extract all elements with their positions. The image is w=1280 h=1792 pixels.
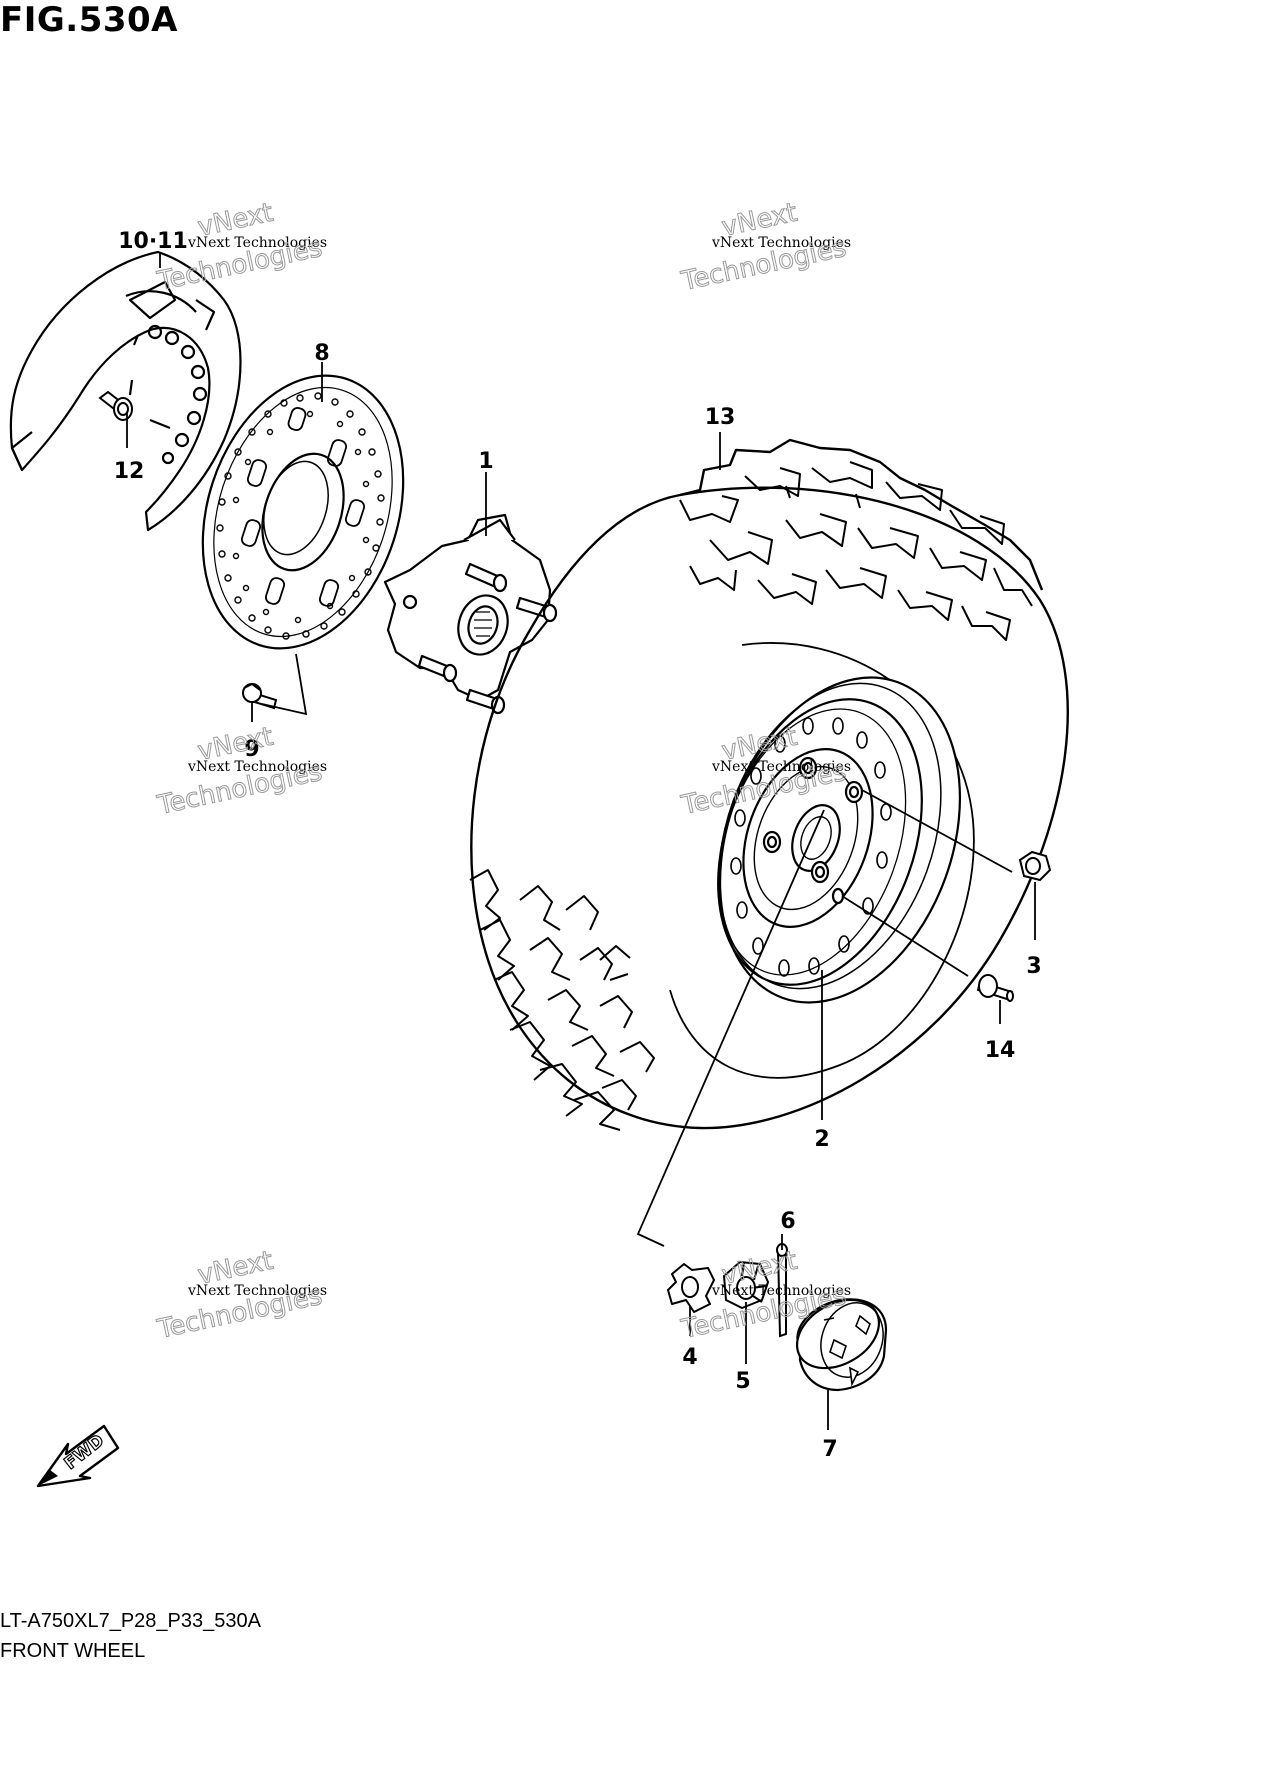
watermark-company-text: vNext Technologies (187, 1283, 327, 1299)
disc-bolt (242, 682, 278, 710)
callout-6: 6 (780, 1209, 795, 1234)
fwd-arrow: FWD (36, 1424, 120, 1488)
callout-3: 3 (1026, 954, 1041, 979)
model-code: LT-A750XL7_P28_P33_530A (0, 1610, 261, 1632)
callout-4: 4 (682, 1345, 697, 1370)
watermark-3: vNext Technologies vNext Technologies (154, 721, 327, 821)
leader-lines (126, 252, 1036, 1430)
watermark-5: vNext Technologies vNext Technologies (154, 1245, 327, 1345)
callout-12: 12 (114, 459, 145, 484)
figure-title: FIG.530A (0, 0, 178, 40)
wheel-rim (717, 676, 962, 1004)
watermark-1: vNext Technologies vNext Technologies (154, 197, 327, 297)
brake-disc-cover (9, 250, 242, 532)
hub-cap (795, 1298, 888, 1392)
watermark-company-text: vNext Technologies (187, 235, 327, 251)
brake-disc (201, 374, 405, 650)
lock-washer (667, 1263, 715, 1313)
callout-10-11: 10·11 (118, 229, 188, 254)
watermark-company-text: vNext Technologies (711, 1283, 851, 1299)
wheel-nut (1018, 850, 1052, 882)
callout-2: 2 (814, 1127, 829, 1152)
tire (469, 438, 1069, 1131)
callout-1: 1 (478, 449, 493, 474)
callout-5: 5 (735, 1369, 750, 1394)
castle-nut (723, 1261, 769, 1309)
callout-8: 8 (314, 341, 329, 366)
watermark-2: vNext Technologies vNext Technologies (678, 197, 851, 297)
watermark-company-text: vNext Technologies (711, 759, 851, 775)
callout-13: 13 (705, 405, 736, 430)
callout-9: 9 (244, 737, 259, 762)
wheel-hub (383, 513, 558, 715)
callout-14: 14 (985, 1038, 1016, 1063)
tire-valve (976, 974, 1014, 1002)
callouts: 10·11 12 8 1 13 9 3 14 2 6 4 5 7 (114, 229, 1042, 1462)
section-name: FRONT WHEEL (0, 1640, 146, 1662)
watermark-company-text: vNext Technologies (711, 235, 851, 251)
callout-7: 7 (822, 1437, 837, 1462)
cover-bolt (98, 390, 133, 421)
watermark-company-text: vNext Technologies (187, 759, 327, 775)
